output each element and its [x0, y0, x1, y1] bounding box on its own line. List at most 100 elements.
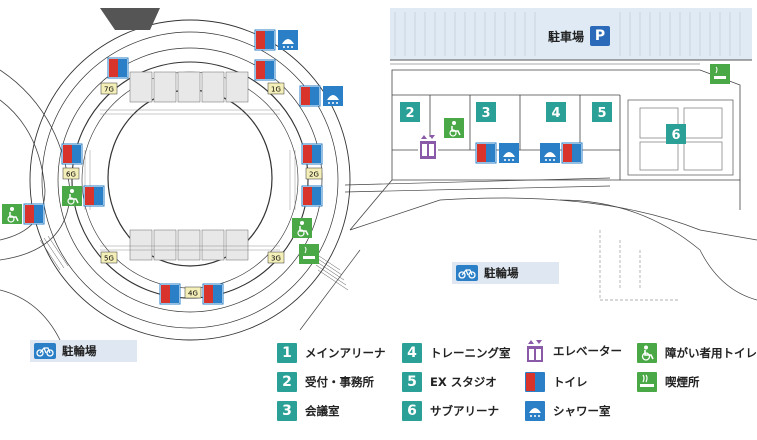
- legend-item-ex-studio: 5 EX スタジオ: [402, 371, 497, 393]
- legend-badge: 2: [277, 372, 297, 392]
- smoking-icon: [299, 244, 319, 264]
- legend-item-main-arena: 1 メインアリーナ: [277, 342, 386, 364]
- legend-label: エレベーター: [553, 344, 622, 358]
- restroom-icon: [254, 59, 276, 81]
- wheelchair-icon: [2, 204, 22, 224]
- wheelchair-icon: [637, 343, 657, 363]
- room-badge-6: 6: [666, 124, 686, 144]
- restroom-icon: [301, 185, 323, 207]
- legend-label: 会議室: [305, 404, 340, 418]
- bicycle-parking-west: 駐輪場: [30, 340, 137, 362]
- bicycle-parking-east: 駐輪場: [452, 262, 559, 284]
- restroom-icon: [301, 143, 323, 165]
- restroom-icon: [254, 29, 276, 51]
- gate-1g: 1G: [267, 82, 285, 95]
- legend-item-sub-arena: 6 サブアリーナ: [402, 400, 499, 422]
- legend-badge: 4: [402, 343, 422, 363]
- shower-icon: [323, 86, 343, 106]
- legend-item-training-room: 4 トレーニング室: [402, 342, 511, 364]
- svg-text:5G: 5G: [104, 255, 114, 263]
- wheelchair-icon: [292, 218, 312, 238]
- restroom-icon: [83, 185, 105, 207]
- wheelchair-icon: [62, 186, 82, 206]
- svg-text:2: 2: [405, 106, 414, 121]
- wheelchair-icons: [2, 118, 464, 238]
- restroom-icon: [61, 143, 83, 165]
- walkway: [299, 177, 757, 331]
- room-badge-4: 4: [546, 102, 566, 122]
- svg-text:1G: 1G: [271, 86, 281, 94]
- shower-icon: [525, 401, 545, 421]
- restroom-icon: [107, 57, 129, 79]
- svg-text:6G: 6G: [66, 171, 76, 179]
- svg-text:5: 5: [597, 106, 606, 121]
- room-badge-5: 5: [592, 102, 612, 122]
- svg-text:7G: 7G: [104, 86, 114, 94]
- room-badges: 2 3 4 5 6: [400, 102, 686, 144]
- legend-label: トイレ: [553, 375, 588, 389]
- shower-icons: [278, 30, 560, 163]
- restroom-icon: [475, 142, 497, 164]
- elevator-icon: [418, 135, 438, 161]
- gate-5g: 5G: [100, 251, 118, 264]
- legend-label: トレーニング室: [430, 346, 511, 360]
- svg-text:3: 3: [481, 106, 490, 121]
- svg-text:4G: 4G: [188, 290, 198, 298]
- legend-label: 受付・事務所: [305, 375, 374, 389]
- bicycle-icon: [456, 265, 478, 281]
- legend-label: EX スタジオ: [430, 375, 497, 389]
- parking-lot: [390, 8, 752, 65]
- legend-item-restroom: トイレ: [525, 371, 588, 393]
- smoking-icon: [710, 64, 730, 84]
- shower-icon: [540, 143, 560, 163]
- legend-label: 喫煙所: [665, 375, 700, 389]
- gate-4g: 4G: [184, 286, 202, 299]
- svg-text:3G: 3G: [271, 255, 281, 263]
- lower-lot: [599, 230, 680, 301]
- legend-badge: 5: [402, 372, 422, 392]
- legend-item-meeting-room: 3 会議室: [277, 400, 340, 422]
- bicycle-parking-label: 駐輪場: [62, 344, 97, 358]
- legend-item-elevator: エレベーター: [525, 340, 622, 362]
- legend-badge: 6: [402, 401, 422, 421]
- bicycle-icon: [34, 343, 56, 359]
- restroom-icon: [202, 283, 224, 305]
- legend-badge: 3: [277, 401, 297, 421]
- svg-text:4: 4: [551, 106, 560, 121]
- stairs: [39, 235, 349, 291]
- parking-label: 駐車場 P: [548, 26, 611, 46]
- bicycle-parking-label: 駐輪場: [484, 266, 519, 280]
- restroom-icon: [159, 283, 181, 305]
- legend-item-accessible-toilet: 障がい者用トイレ: [637, 342, 757, 364]
- parking-icon: P: [590, 26, 611, 46]
- room-badge-2: 2: [400, 102, 420, 122]
- smoking-icons: [299, 64, 730, 264]
- restroom-icon: [561, 142, 583, 164]
- north-entrance: [100, 8, 160, 30]
- bleacher-stripes: [84, 109, 296, 251]
- legend-item-smoking-area: 喫煙所: [637, 371, 700, 393]
- restroom-icon: [299, 85, 321, 107]
- legend-label: シャワー室: [553, 404, 611, 418]
- arena-seating: [129, 71, 249, 261]
- elevator-icon: [525, 340, 545, 362]
- gate-3g: 3G: [267, 251, 285, 264]
- legend-badge: 1: [277, 343, 297, 363]
- legend-item-reception: 2 受付・事務所: [277, 371, 374, 393]
- legend-label: サブアリーナ: [430, 404, 499, 418]
- wheelchair-icon: [444, 118, 464, 138]
- svg-text:6: 6: [671, 128, 680, 143]
- legend-item-shower: シャワー室: [525, 400, 611, 422]
- gate-6g: 6G: [62, 167, 80, 180]
- room-badge-3: 3: [476, 102, 496, 122]
- parking-text: 駐車場: [548, 29, 585, 44]
- gates: 7G 1G 6G 2G 5G 3G 4G: [62, 82, 323, 299]
- gate-7g: 7G: [100, 82, 118, 95]
- smoking-icon: [637, 372, 657, 392]
- svg-text:2G: 2G: [309, 171, 319, 179]
- shower-icon: [499, 143, 519, 163]
- legend-label: 障がい者用トイレ: [665, 346, 757, 360]
- legend-label: メインアリーナ: [305, 346, 386, 360]
- shower-icon: [278, 30, 298, 50]
